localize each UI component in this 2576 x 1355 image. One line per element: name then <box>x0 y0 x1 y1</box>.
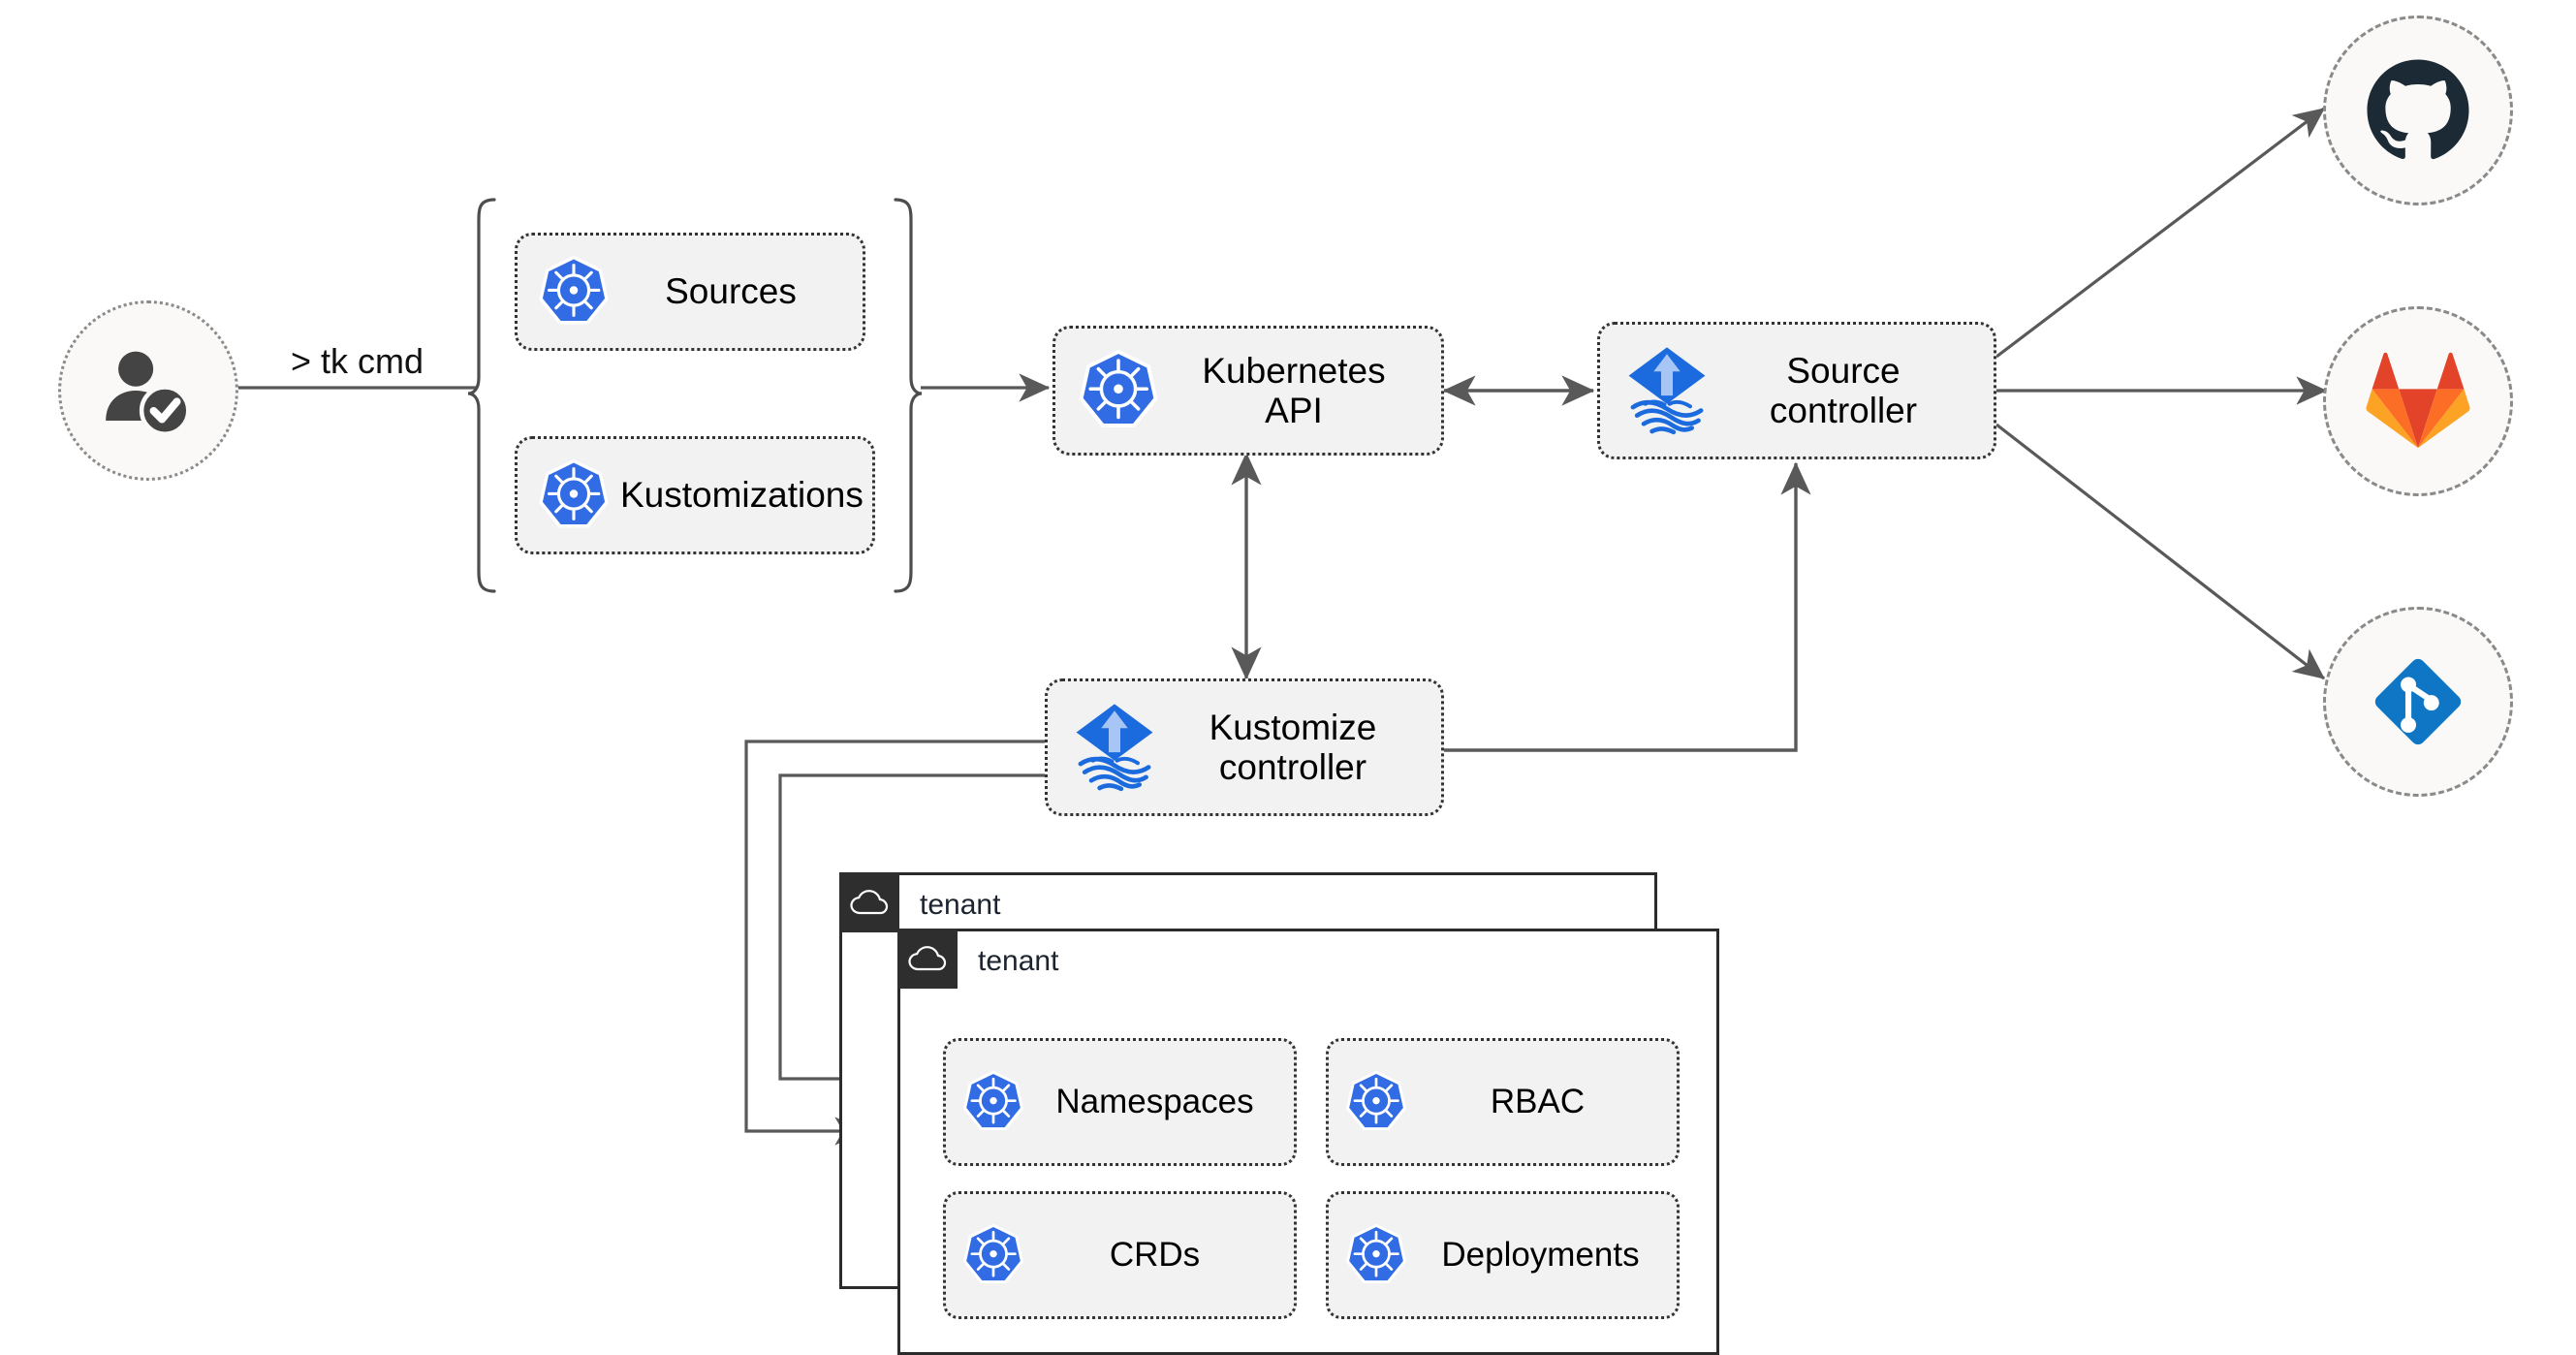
user-check-icon <box>106 351 191 436</box>
node-crds-label: CRDs <box>1109 1236 1201 1275</box>
node-crds[interactable]: CRDs <box>943 1191 1297 1319</box>
flux-icon <box>1073 701 1156 794</box>
tenant-1-title: tenant <box>920 889 1001 921</box>
node-rbac[interactable]: RBAC <box>1326 1038 1680 1166</box>
tenant-card-2[interactable]: tenant Namespaces <box>897 929 1719 1355</box>
resources-group-braces <box>467 198 923 593</box>
kubernetes-icon <box>961 1068 1025 1136</box>
kubernetes-icon <box>961 1221 1025 1289</box>
node-sources[interactable]: Sources <box>515 233 865 351</box>
tenant-2-title: tenant <box>978 945 1059 977</box>
kubernetes-icon <box>1344 1068 1408 1136</box>
tenant-1-header <box>839 872 899 932</box>
connector-source-to-git <box>1995 423 2326 680</box>
cloud-icon <box>850 890 889 915</box>
node-deployments[interactable]: Deployments <box>1326 1191 1680 1319</box>
repo-gitlab-circle[interactable] <box>2323 306 2513 496</box>
node-rbac-label: RBAC <box>1490 1083 1586 1121</box>
kubernetes-icon <box>1077 347 1160 434</box>
node-kustomize-controller[interactable]: Kustomize controller <box>1045 678 1444 816</box>
kubernetes-icon <box>537 457 611 534</box>
node-source-controller[interactable]: Source controller <box>1597 322 1996 459</box>
flux-icon <box>1625 344 1709 437</box>
node-kustomizations-label: Kustomizations <box>620 475 864 516</box>
node-kubernetes-api[interactable]: Kubernetes API <box>1052 326 1444 456</box>
gitlab-icon <box>2366 352 2470 449</box>
node-source-controller-label: Source controller <box>1769 350 1918 430</box>
node-sources-label: Sources <box>665 271 797 312</box>
node-kustomize-controller-label: Kustomize controller <box>1209 707 1377 787</box>
node-namespaces[interactable]: Namespaces <box>943 1038 1297 1166</box>
tenant-2-header <box>897 929 958 989</box>
command-label: > tk cmd <box>291 341 424 381</box>
kubernetes-icon <box>1344 1221 1408 1289</box>
repo-github-circle[interactable] <box>2323 16 2513 205</box>
actor-user-circle[interactable] <box>58 300 238 481</box>
repo-git-circle[interactable] <box>2323 607 2513 797</box>
node-kubernetes-api-label: Kubernetes API <box>1202 350 1386 430</box>
kubernetes-icon <box>537 253 611 331</box>
node-kustomizations[interactable]: Kustomizations <box>515 436 875 554</box>
tenant-2-resource-grid: Namespaces RBAC <box>943 1038 1680 1319</box>
connector-source-to-github <box>1995 107 2326 359</box>
cloud-icon <box>908 946 947 971</box>
node-deployments-label: Deployments <box>1441 1236 1640 1275</box>
node-namespaces-label: Namespaces <box>1055 1083 1254 1121</box>
git-repo-icon <box>2374 658 2462 745</box>
github-icon <box>2367 59 2469 160</box>
connector-kustomize-to-source-controller <box>1444 461 1811 752</box>
